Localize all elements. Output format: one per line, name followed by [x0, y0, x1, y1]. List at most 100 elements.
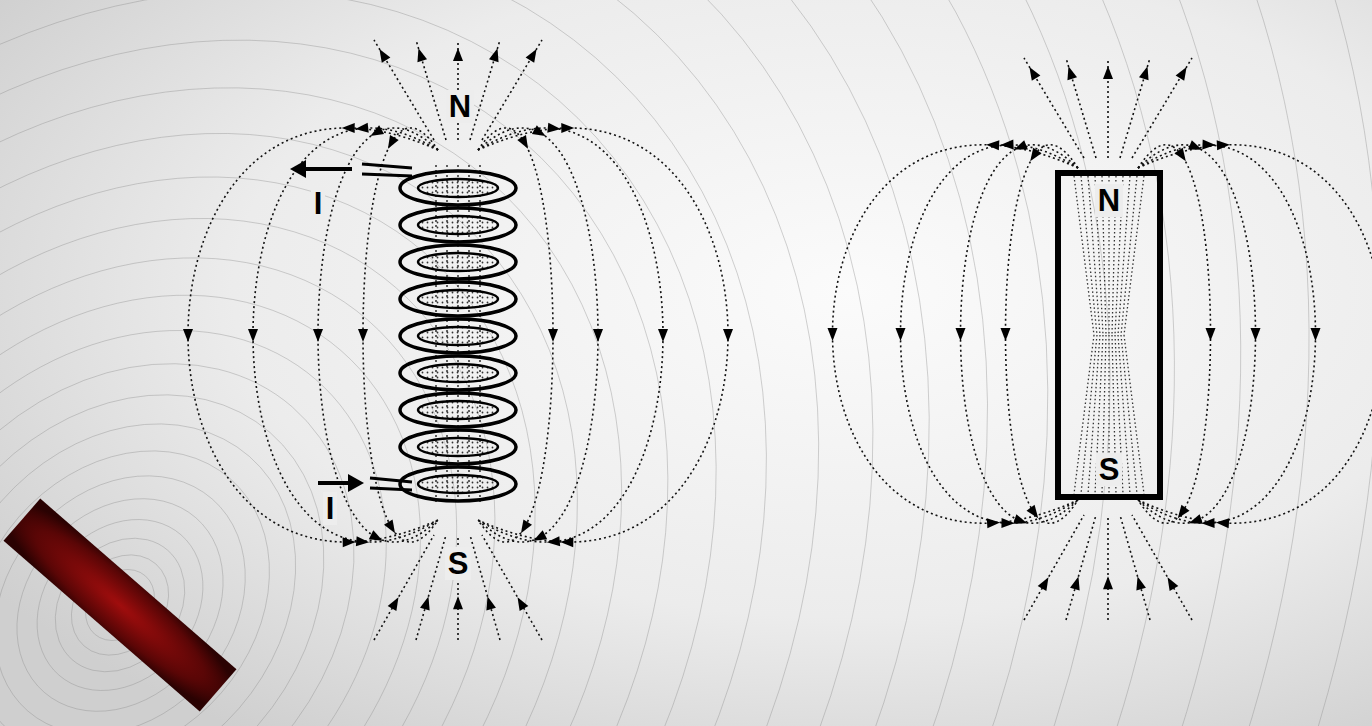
solenoid-coil	[400, 171, 516, 501]
field-arrowhead	[1216, 518, 1230, 529]
field-arrowhead	[1103, 66, 1113, 79]
field-arrowhead	[658, 329, 668, 342]
field-arrowhead	[1025, 64, 1040, 80]
field-line	[1138, 145, 1211, 523]
field-arrowhead	[183, 329, 193, 342]
field-arrowhead	[1205, 328, 1215, 341]
field-arrows	[183, 46, 1372, 611]
field-arrowhead	[1176, 64, 1191, 80]
field-line	[1132, 515, 1192, 620]
field-arrowhead	[1070, 575, 1083, 590]
background-curve	[0, 312, 408, 726]
field-line	[1024, 58, 1084, 158]
field-line	[470, 535, 500, 640]
field-arrowhead	[987, 518, 1001, 529]
field-arrowhead	[1217, 140, 1230, 151]
current-label: I	[311, 187, 326, 220]
field-line	[374, 40, 434, 140]
background-curve	[0, 353, 368, 726]
field-arrowhead	[1001, 518, 1014, 528]
current-arrows	[290, 160, 364, 492]
field-arrowhead	[384, 135, 399, 151]
field-arrowhead	[358, 329, 368, 342]
field-line	[482, 535, 542, 640]
field-line	[901, 145, 1079, 523]
background-curve	[0, 122, 596, 726]
field-arrowhead	[384, 520, 399, 536]
field-line	[1138, 145, 1316, 523]
field-arrowhead	[546, 536, 560, 547]
field-line	[1138, 145, 1372, 523]
field-arrowhead	[1103, 576, 1113, 589]
field-line	[1132, 58, 1192, 158]
field-arrowhead	[560, 537, 573, 547]
field-arrowhead	[513, 595, 528, 611]
background-curve	[0, 391, 331, 726]
field-arrowhead	[1310, 328, 1320, 341]
field-arrowhead	[369, 530, 385, 545]
field-arrowhead	[368, 125, 384, 140]
field-line	[416, 535, 446, 640]
field-arrowhead	[1250, 328, 1260, 341]
field-arrowhead	[342, 123, 355, 133]
field-arrowhead	[483, 595, 496, 610]
field-arrowhead	[356, 536, 370, 547]
background-curve	[0, 269, 451, 726]
field-arrowhead	[1188, 140, 1204, 154]
field-line	[833, 145, 1079, 523]
field-arrowhead	[986, 140, 999, 151]
field-arrowhead	[526, 46, 541, 62]
background-curve	[0, 0, 829, 726]
field-line	[1024, 515, 1084, 620]
field-arrowhead	[1026, 505, 1042, 521]
field-arrowhead	[388, 595, 403, 611]
background-curve	[0, 0, 962, 726]
background-curve	[0, 174, 545, 726]
coil-turn	[400, 430, 516, 464]
field-arrowhead	[489, 47, 502, 62]
field-arrowhead	[1201, 518, 1214, 528]
coil-turn	[400, 356, 516, 390]
coil-turn	[400, 319, 516, 353]
field-arrowhead	[343, 537, 356, 547]
field-line	[1107, 515, 1109, 620]
field-arrowhead	[453, 48, 463, 61]
field-arrowhead	[1013, 514, 1029, 528]
field-arrowhead	[723, 329, 733, 342]
magnet-field-texture	[1061, 176, 1157, 494]
field-arrowhead	[1139, 65, 1152, 80]
field-arrowhead	[593, 329, 603, 342]
field-arrowhead	[547, 123, 561, 134]
field-arrowhead	[1064, 65, 1077, 80]
field-line	[253, 128, 438, 542]
background-curve	[0, 0, 1107, 726]
background-curve	[0, 457, 266, 726]
field-arrowhead	[414, 47, 427, 62]
coil-turn	[400, 171, 516, 205]
field-arrowhead	[548, 329, 558, 342]
field-arrowhead	[1000, 328, 1010, 341]
current-label: I	[323, 492, 338, 525]
field-lines	[188, 40, 1372, 640]
background-curve	[0, 0, 1184, 726]
field-arrowhead	[517, 135, 532, 151]
field-arrowhead	[375, 46, 390, 62]
background-curve	[0, 0, 766, 726]
field-line	[482, 40, 542, 140]
field-arrowhead	[517, 520, 532, 536]
field-arrowhead	[532, 125, 548, 140]
